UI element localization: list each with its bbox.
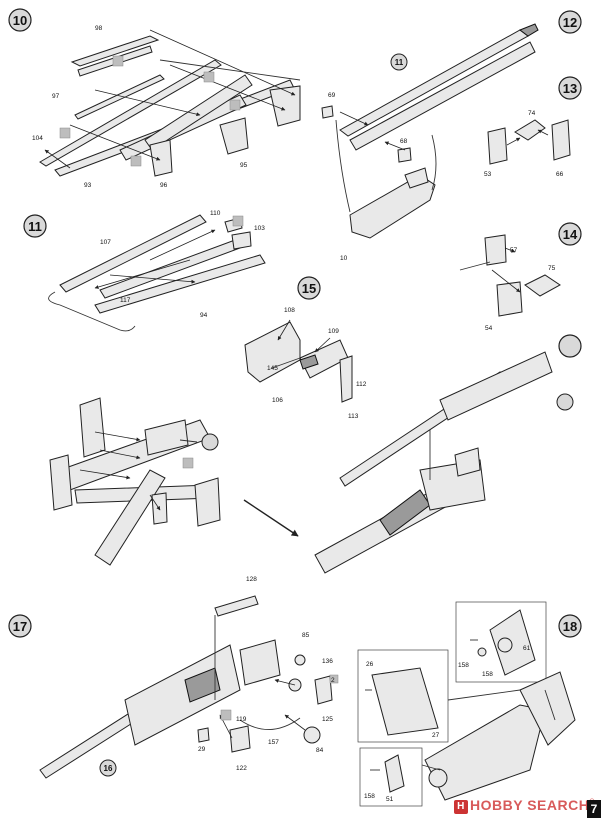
step-11-part-107: 107 xyxy=(100,239,111,246)
step-11-block: 11 110 103 107 117 94 xyxy=(23,210,266,332)
page-number: 7 xyxy=(587,800,601,818)
step-18-number: 18 xyxy=(563,619,577,634)
step-11-badge: 11 xyxy=(23,214,47,238)
step-14-badge: 14 xyxy=(558,222,582,246)
cradle-ref-12 xyxy=(201,433,219,451)
step-13-part-74: 74 xyxy=(528,110,536,117)
step-17-part-2: 2 xyxy=(331,677,335,684)
step-17-part-119: 119 xyxy=(236,716,247,723)
step-10-part-104: 104 xyxy=(32,135,43,142)
step-17-part-157: 157 xyxy=(268,739,279,746)
step-17-part-84: 84 xyxy=(316,747,324,754)
step-13-number: 13 xyxy=(563,81,577,96)
step-16-block xyxy=(314,334,582,574)
step-12-number: 12 xyxy=(563,15,577,30)
step-17-part-29: 29 xyxy=(198,746,206,753)
step-18-part-27: 27 xyxy=(432,732,440,739)
step-18-badge: 18 xyxy=(558,614,582,638)
step-18-part-61: 61 xyxy=(523,645,531,652)
step-15-part-112: 112 xyxy=(356,381,367,388)
step-16-badge xyxy=(558,334,582,358)
step-13-badge: 13 xyxy=(558,76,582,100)
step-15-part-145: 145 xyxy=(267,365,278,372)
step-17-badge: 17 xyxy=(8,614,32,638)
svg-text:11: 11 xyxy=(395,58,404,67)
step-10-part-97: 97 xyxy=(52,93,60,100)
step-18-part-51: 51 xyxy=(386,796,394,803)
step-10-block: 10 98 97 104 93 96 95 xyxy=(8,8,301,189)
step-10-part-93: 93 xyxy=(84,182,92,189)
step-15-block: 15 108 109 145 112 106 113 xyxy=(244,276,367,420)
step-15-part-113: 113 xyxy=(348,413,359,420)
step-11-part-117: 117 xyxy=(120,297,131,304)
step-12-part-68: 68 xyxy=(400,138,408,145)
step-14-number: 14 xyxy=(563,227,578,242)
step-12-part-10: 10 xyxy=(340,255,348,262)
step-10-part-98: 98 xyxy=(95,25,103,32)
step-11-part-94: 94 xyxy=(200,312,208,319)
step-14-part-57: 57 xyxy=(510,247,518,254)
step-10-number: 10 xyxy=(13,13,27,28)
step-18-part-158-c: 158 xyxy=(364,793,375,800)
step-18-part-158-a: 158 xyxy=(458,662,469,669)
step-10-part-96: 96 xyxy=(160,182,168,189)
step-12-badge: 12 xyxy=(558,10,582,34)
step-13-part-53: 53 xyxy=(484,171,492,178)
step-14-block: 14 57 75 54 xyxy=(459,222,582,332)
step-11-part-103: 103 xyxy=(254,225,265,232)
step-13-block: 13 74 53 66 xyxy=(484,76,582,178)
step-17-part-85: 85 xyxy=(302,632,310,639)
step-17-part-125: 125 xyxy=(322,716,333,723)
step-17-part-128: 128 xyxy=(246,576,257,583)
step-18-part-158-b: 158 xyxy=(482,671,493,678)
watermark-logo-mark: H xyxy=(454,800,469,814)
step-10-part-95: 95 xyxy=(240,162,248,169)
cradle-assembly-block xyxy=(49,397,299,566)
step-11-number: 11 xyxy=(28,219,42,234)
step-15-part-109: 109 xyxy=(328,328,339,335)
step-10-badge: 10 xyxy=(8,8,32,32)
step-17-block: 17 128 85 136 2 125 119 157 84 29 122 16 xyxy=(8,576,339,779)
step-15-part-106: 106 xyxy=(272,397,283,404)
step-16-ref-10 xyxy=(556,393,574,411)
step-17-number: 17 xyxy=(13,619,27,634)
step-18-part-26: 26 xyxy=(366,661,374,668)
step-15-badge: 15 xyxy=(297,276,321,300)
svg-text:16: 16 xyxy=(104,764,113,773)
step-17-part-122: 122 xyxy=(236,765,247,772)
step-17-part-136: 136 xyxy=(322,658,333,665)
step-12-ref-11: 11 xyxy=(390,53,408,71)
step-12-block: 12 11 69 68 10 xyxy=(321,10,582,262)
step-14-part-54: 54 xyxy=(485,325,493,332)
watermark-text: HOBBY SEARCH xyxy=(470,797,590,813)
step-12-part-69: 69 xyxy=(328,92,336,99)
step-17-ref-16: 16 xyxy=(99,759,117,777)
step-11-part-110: 110 xyxy=(210,210,221,217)
step-13-part-66: 66 xyxy=(556,171,564,178)
step-15-number: 15 xyxy=(302,281,316,296)
step-15-part-108: 108 xyxy=(284,307,295,314)
step-14-part-75: 75 xyxy=(548,265,556,272)
step-18-block: 18 61 158 158 26 27 158 51 xyxy=(357,601,582,807)
